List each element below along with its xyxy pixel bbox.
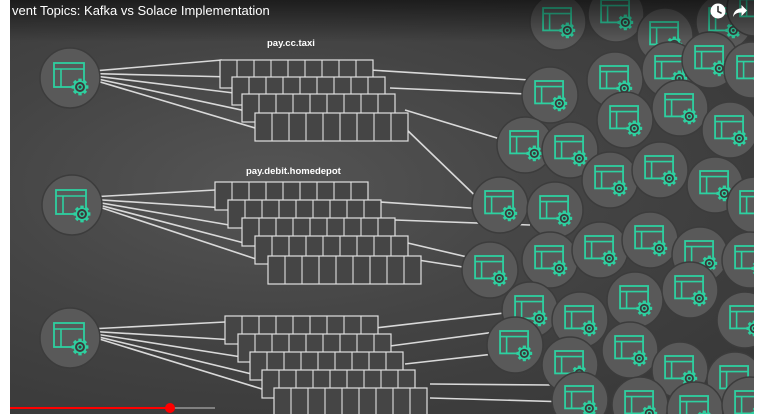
app-node-icon [486,316,544,374]
app-node-icon [716,291,754,349]
app-node-icon [611,376,669,414]
app-node-icon [521,231,579,289]
app-node-icon [39,47,101,109]
app-node-icon [521,66,579,124]
app-node-icon [721,376,754,414]
app-node-icon [621,211,679,269]
app-node-icon [471,176,529,234]
app-node-icon [571,221,629,279]
app-node-icon [701,101,754,159]
app-node-icon [541,121,599,179]
progress-bar[interactable] [10,403,215,413]
animation-stage [39,0,754,414]
topic-queue-group [219,59,409,142]
app-node-icon [631,141,689,199]
topic-queue-group [214,181,422,285]
app-node-icon [723,41,754,99]
top-bar [10,0,754,42]
progress-scrubber[interactable] [164,403,175,413]
queue-partition [273,387,428,414]
app-node-icon [606,271,664,329]
app-node-icon [461,241,519,299]
app-node-icon [526,181,584,239]
app-node-icon [551,291,609,349]
video-player[interactable]: vent Topics: Kafka vs Solace Implementat… [10,0,754,414]
video-title[interactable]: vent Topics: Kafka vs Solace Implementat… [12,3,270,18]
queue-partition [267,255,422,285]
app-node-icon [661,261,719,319]
app-node-icon [551,371,609,414]
app-node-icon [596,91,654,149]
app-node-icon [496,116,554,174]
app-node-icon [581,151,639,209]
topic-queue-group [224,315,428,414]
queue-groups [214,59,428,414]
share-arrow-icon[interactable] [731,2,749,20]
clock-icon[interactable] [709,2,727,20]
progress-fill [10,407,170,409]
app-node-icon [39,307,101,369]
topic-label-homedepot: pay.debit.homedepot [246,166,341,177]
app-node-icon [726,176,754,234]
queue-partition [254,112,409,142]
app-node-icon [601,321,659,379]
app-node-icon [41,174,103,236]
app-node-icon [651,79,709,137]
app-node-icon [721,231,754,289]
topic-label-taxi: pay.cc.taxi [267,38,315,49]
